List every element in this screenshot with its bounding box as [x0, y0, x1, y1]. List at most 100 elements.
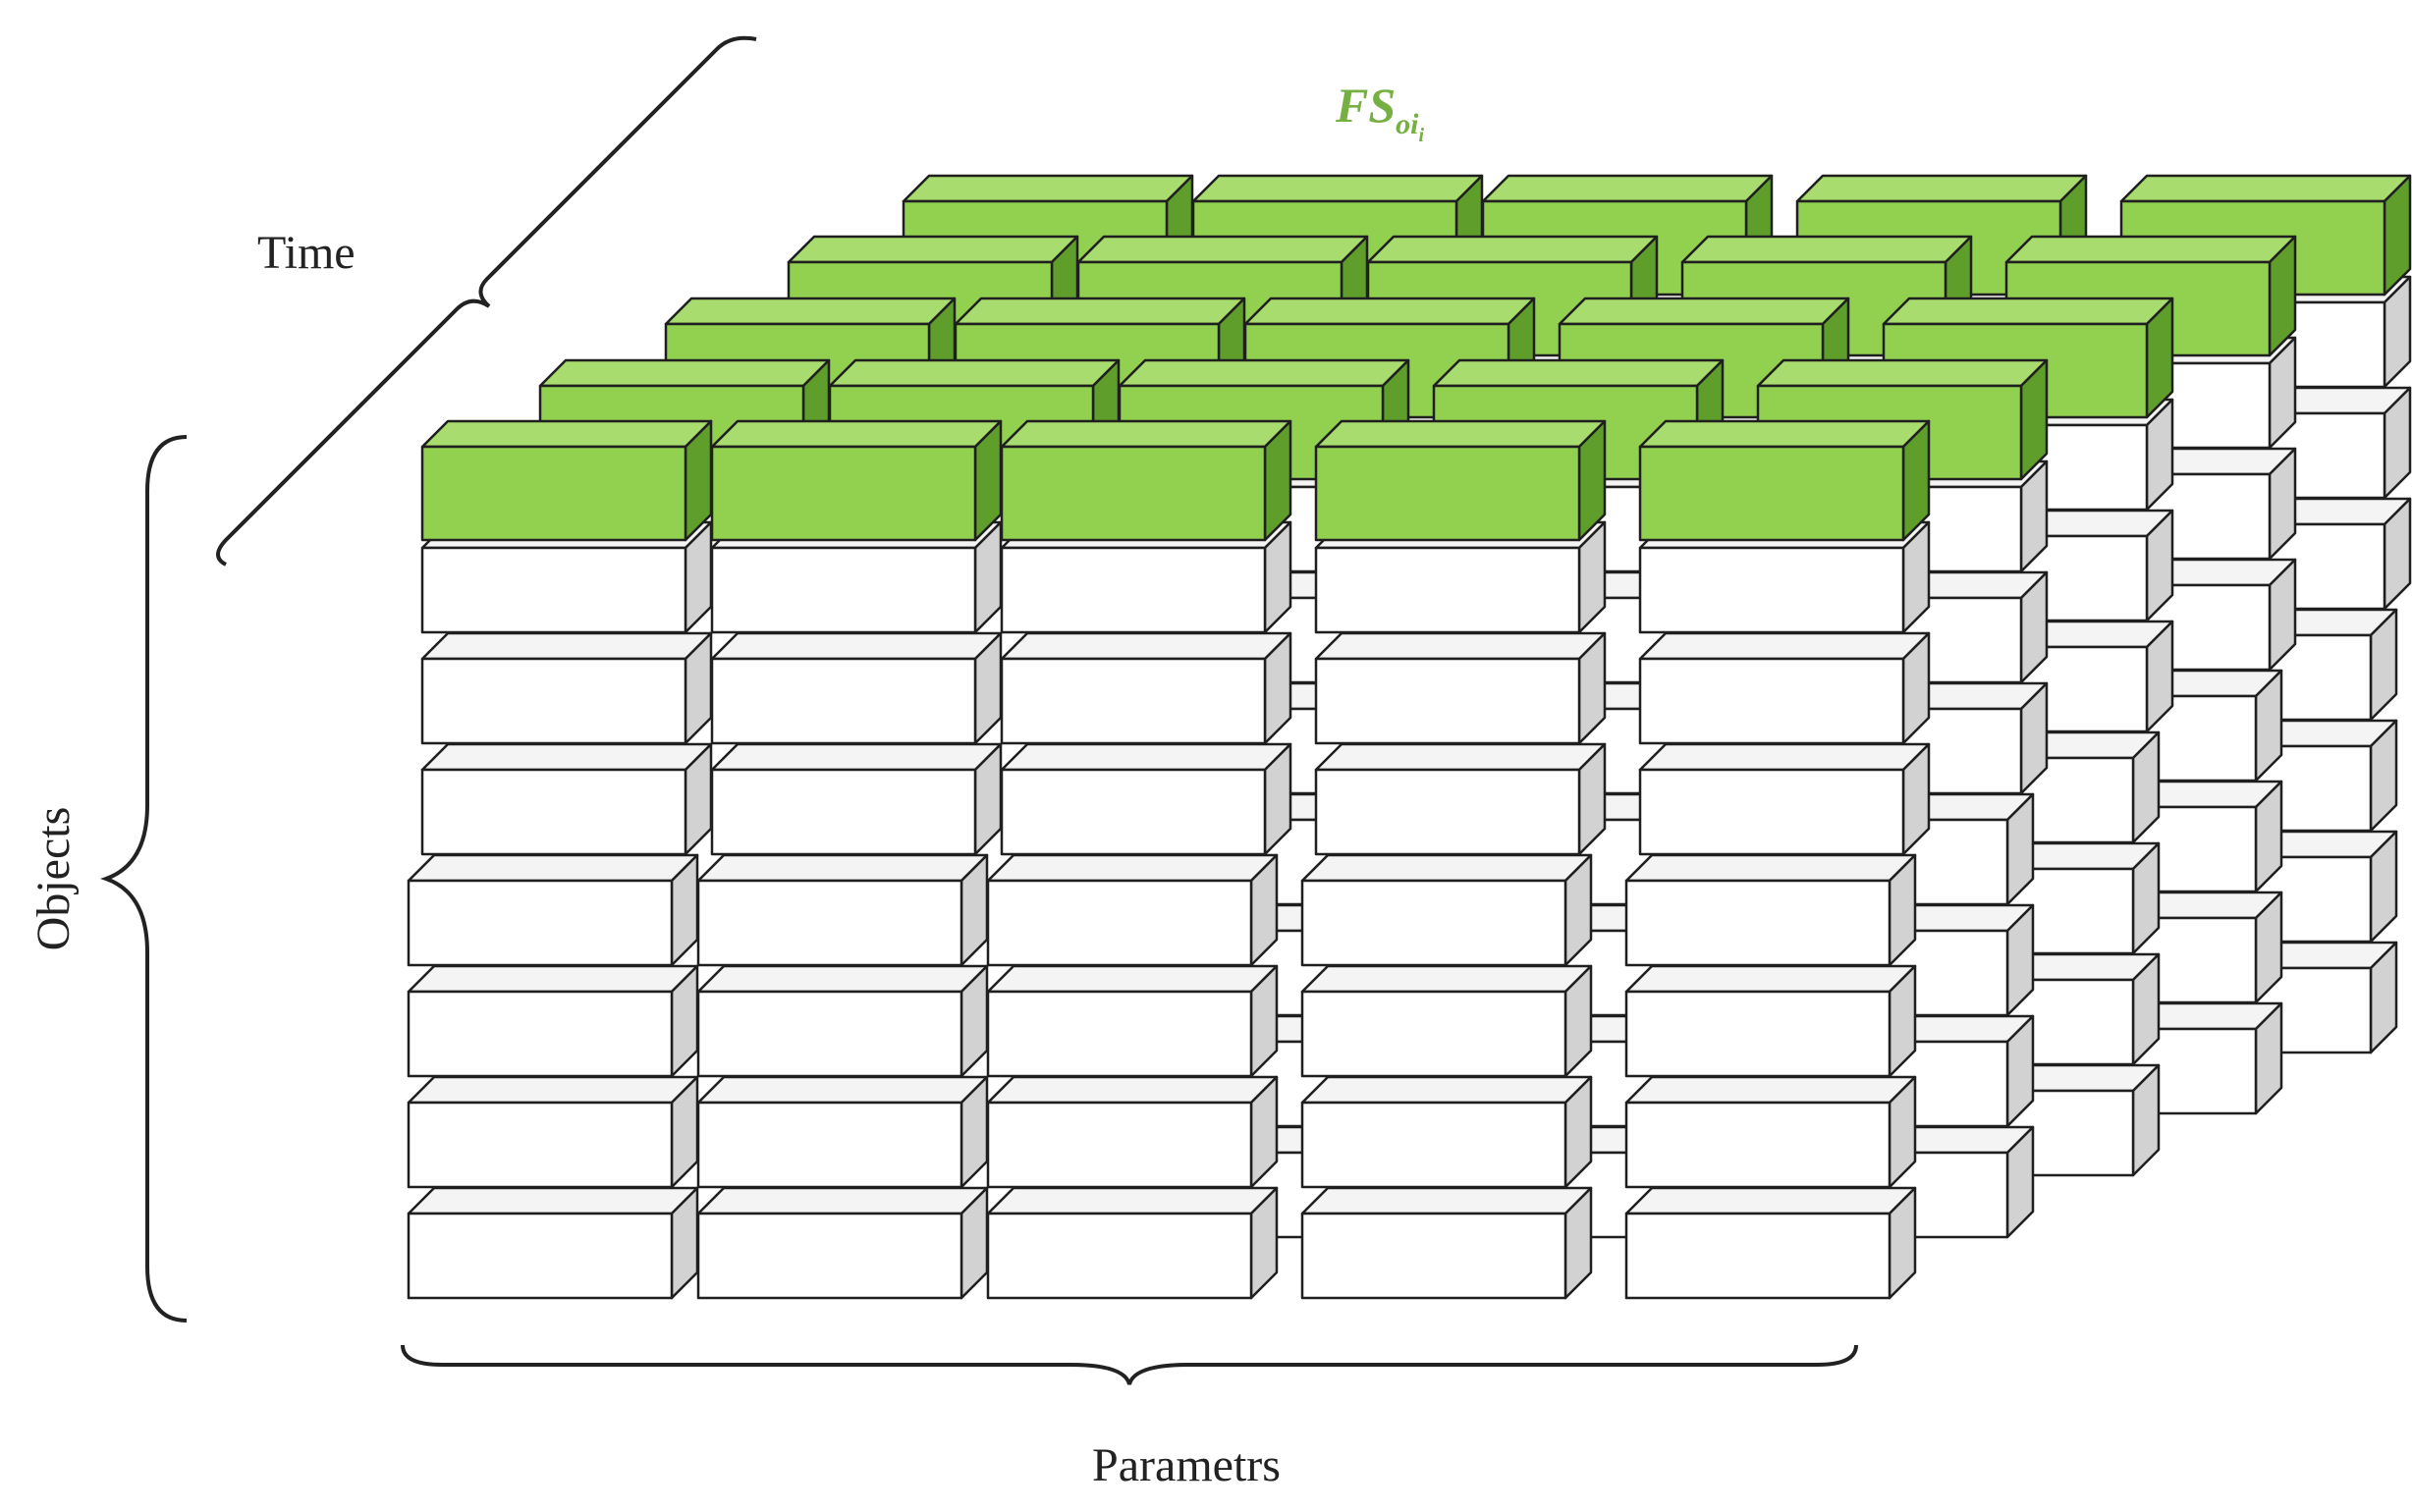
box-front-face: [986, 1212, 1253, 1300]
box-front-face: [407, 1212, 674, 1300]
box-top-face: [1118, 358, 1410, 388]
feature-cell-box: [1000, 419, 1292, 542]
box-front-face: [1300, 879, 1567, 967]
object-cell-box: [1300, 1186, 1593, 1300]
parameters-brace: [401, 1344, 1858, 1385]
object-cell-box: [1000, 742, 1292, 856]
object-cell-box: [696, 1186, 989, 1300]
fs-label: FSoii: [1335, 78, 1425, 146]
box-top-face: [1300, 964, 1593, 994]
object-cell-box: [696, 1075, 989, 1189]
box-front-face: [407, 1101, 674, 1189]
box-top-face: [1366, 235, 1659, 264]
object-cell-box: [1624, 964, 1917, 1078]
object-cell-box: [710, 742, 1003, 856]
box-top-face: [1300, 853, 1593, 883]
box-front-face: [420, 768, 687, 856]
time-label: Time: [257, 227, 356, 279]
box-top-face: [1314, 419, 1607, 449]
box-top-face: [787, 235, 1079, 264]
box-top-face: [664, 297, 957, 326]
object-cell-box: [986, 1075, 1279, 1189]
box-front-face: [696, 879, 963, 967]
parameters-label: Parametrs: [1092, 1439, 1281, 1491]
box-top-face: [1076, 235, 1369, 264]
box-top-face: [2119, 174, 2412, 203]
object-cell-box: [710, 631, 1003, 745]
box-front-face: [1300, 1101, 1567, 1189]
box-top-face: [538, 358, 831, 388]
box-front-face: [986, 879, 1253, 967]
box-top-face: [696, 853, 989, 883]
object-cell-box: [1000, 631, 1292, 745]
box-top-face: [1300, 1186, 1593, 1215]
object-cell-box: [1314, 742, 1607, 856]
box-front-face: [696, 990, 963, 1078]
box-top-face: [407, 853, 699, 883]
box-front-face: [1000, 768, 1267, 856]
box-front-face: [1314, 768, 1581, 856]
box-front-face: [1314, 445, 1581, 542]
object-cell-box: [696, 853, 989, 967]
object-cell-box: [1638, 742, 1931, 856]
box-top-face: [1795, 174, 2088, 203]
box-front-face: [407, 879, 674, 967]
box-front-face: [420, 657, 687, 745]
box-top-face: [986, 964, 1279, 994]
box-top-face: [1624, 1186, 1917, 1215]
feature-cell-box: [710, 419, 1003, 542]
box-top-face: [1300, 1075, 1593, 1105]
box-front-face: [710, 768, 977, 856]
feature-cell-box: [420, 419, 713, 542]
box-front-face: [1300, 990, 1567, 1078]
box-top-face: [1638, 419, 1931, 449]
box-top-face: [1481, 174, 1774, 203]
object-cell-box: [407, 853, 699, 967]
box-top-face: [710, 419, 1003, 449]
object-cell-box: [986, 853, 1279, 967]
box-top-face: [710, 631, 1003, 661]
fs-subsubscript: i: [1419, 125, 1425, 146]
box-top-face: [1638, 631, 1931, 661]
box-top-face: [986, 853, 1279, 883]
box-top-face: [696, 964, 989, 994]
object-cell-box: [1300, 1075, 1593, 1189]
fs-subscript: oi: [1396, 108, 1419, 140]
box-top-face: [902, 174, 1194, 203]
box-front-face: [1624, 1101, 1891, 1189]
box-front-face: [1300, 1212, 1567, 1300]
object-cell-box: [407, 1186, 699, 1300]
box-top-face: [954, 297, 1246, 326]
object-cell-box: [986, 1186, 1279, 1300]
box-top-face: [1314, 742, 1607, 772]
box-top-face: [1624, 964, 1917, 994]
box-front-face: [407, 990, 674, 1078]
box-top-face: [1680, 235, 1973, 264]
box-top-face: [710, 742, 1003, 772]
object-cell-box: [407, 964, 699, 1078]
box-front-face: [1000, 546, 1267, 634]
box-front-face: [986, 990, 1253, 1078]
box-top-face: [986, 1075, 1279, 1105]
box-front-face: [1638, 768, 1905, 856]
box-top-face: [420, 742, 713, 772]
object-cell-box: [1300, 964, 1593, 1078]
box-front-face: [1314, 657, 1581, 745]
box-top-face: [696, 1186, 989, 1215]
feature-cube: [407, 174, 2412, 1300]
box-top-face: [1243, 297, 1536, 326]
box-top-face: [2004, 235, 2297, 264]
objects-brace: [100, 435, 188, 1323]
box-front-face: [420, 546, 687, 634]
object-cell-box: [1624, 1075, 1917, 1189]
box-top-face: [1191, 174, 1484, 203]
box-front-face: [710, 657, 977, 745]
fs-main-text: FS: [1335, 78, 1396, 133]
box-top-face: [407, 1075, 699, 1105]
object-cell-box: [986, 964, 1279, 1078]
box-front-face: [1000, 445, 1267, 542]
object-cell-box: [1624, 853, 1917, 967]
object-cell-box: [1624, 1186, 1917, 1300]
time-layer-1: [407, 419, 1931, 1300]
